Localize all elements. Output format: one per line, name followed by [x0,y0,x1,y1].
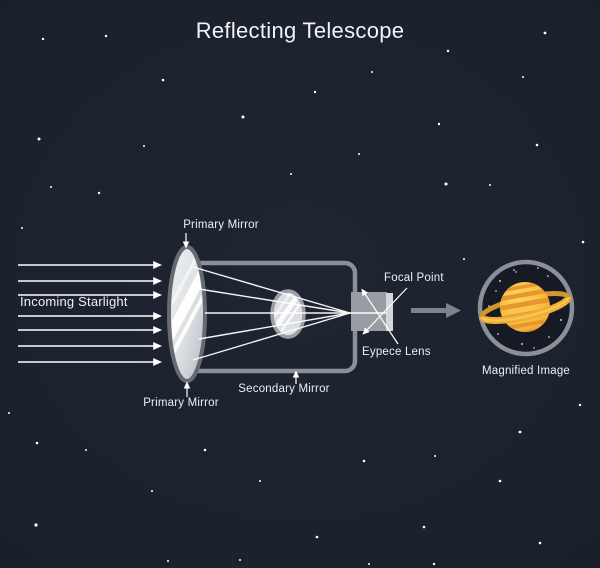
eyepiece-holder [351,292,387,331]
eyepiece-leader [361,288,399,345]
star [578,403,582,407]
star [21,227,23,229]
saturn-illustration [478,282,572,332]
star [241,115,245,119]
star [522,76,524,78]
star [143,145,145,147]
eyepiece-lens [386,293,393,331]
star [259,480,261,482]
eyepiece-lens-label: Eypece Lens [362,346,431,358]
star [515,271,517,273]
star [432,562,436,566]
star [521,343,523,345]
star [315,535,319,539]
star [422,525,426,529]
star [8,412,10,414]
star [498,479,502,483]
incoming-starlight-label: Incoming Starlight [20,294,128,309]
star [489,184,491,186]
magnified-view [477,259,575,357]
star [513,269,515,271]
secondary-mirror-label: Secondary Mirror [238,383,330,395]
focal-point-label: Focal Point [384,272,444,284]
star [161,78,165,82]
star [37,137,41,141]
star [50,186,52,188]
star [535,143,539,147]
star [547,275,549,277]
primary-mirror [167,245,207,383]
page-title: Reflecting Telescope [195,18,405,43]
star [518,430,522,434]
star [368,563,370,565]
star [203,448,207,452]
star [560,319,562,321]
star [434,455,436,457]
light-rays [192,266,387,361]
star [371,71,373,73]
primary-mirror-top-label: Primary Mirror [183,219,259,231]
direction-arrow [411,303,461,318]
star [313,90,317,94]
star [444,182,448,186]
star [358,153,360,155]
focal-point-rays [361,287,408,345]
focal-point-leader [362,287,408,335]
magnified-image-label: Magnified Image [481,365,571,377]
star [495,290,497,292]
star [239,559,241,561]
star [97,191,101,195]
star [463,258,465,260]
star [581,240,585,244]
star [538,541,542,545]
star [290,173,292,175]
star [437,122,441,126]
star [446,49,450,53]
saturn-ring-front-highlight [480,296,570,322]
star [35,441,39,445]
star-field [8,31,585,566]
star [167,560,169,562]
star [488,305,490,307]
star [497,333,499,335]
star [104,34,108,38]
star [533,347,535,349]
star [537,267,539,269]
star [34,523,38,527]
label-pointers [182,233,300,397]
star [499,280,501,282]
incoming-starlight-arrows [18,261,162,366]
star [85,449,87,451]
primary-mirror-bottom-label: Primary Mirror [143,397,219,409]
star [548,336,550,338]
star [362,459,366,463]
star [543,31,547,35]
star [41,37,45,41]
star [151,490,153,492]
